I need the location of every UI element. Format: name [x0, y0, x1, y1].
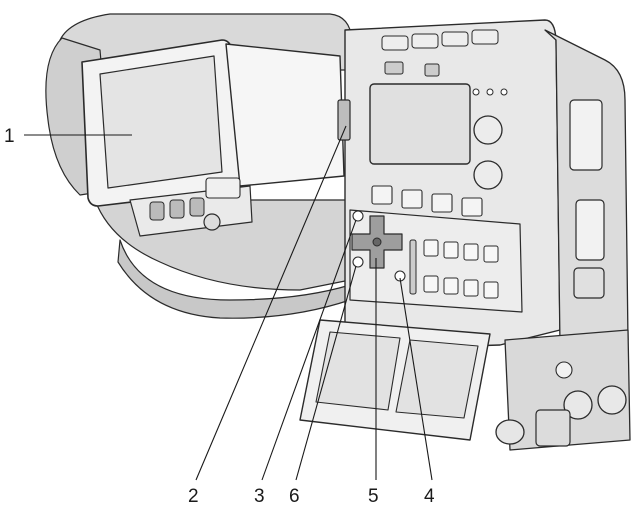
lcd-monitor	[81, 39, 351, 207]
leader-2	[195, 125, 347, 481]
leader-6	[295, 265, 357, 481]
leader-3	[261, 219, 357, 481]
callout-5: 5	[368, 486, 379, 507]
callout-1: 1	[4, 126, 15, 147]
side-buttons	[129, 177, 253, 237]
leader-4	[399, 277, 433, 481]
callout-6: 6	[289, 486, 300, 507]
callout-2: 2	[188, 486, 199, 507]
upper-panel	[369, 29, 508, 217]
callout-3: 3	[254, 486, 265, 507]
callout-4: 4	[424, 486, 435, 507]
callout-numbers: 1 2 3 6 5 4	[4, 126, 435, 507]
cross-key-panel	[349, 209, 523, 313]
side-detail	[495, 99, 627, 447]
leader-lines	[24, 125, 433, 481]
cover-flap	[299, 319, 491, 441]
